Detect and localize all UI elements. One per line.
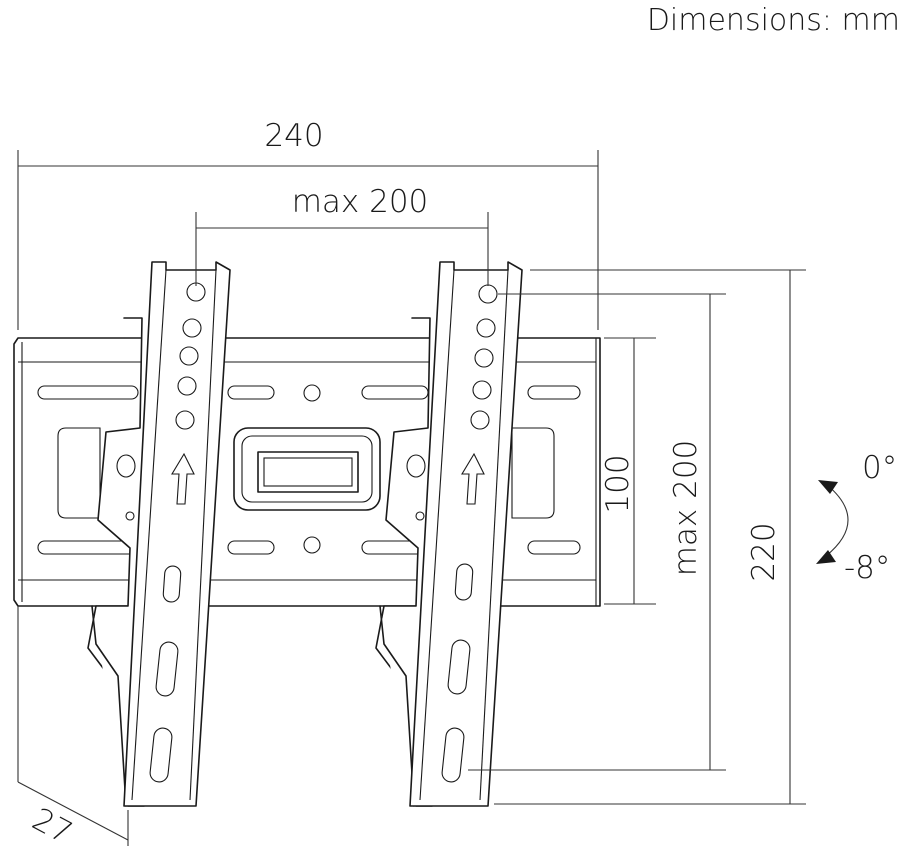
vesa-height-label: max 200 [668, 440, 704, 577]
dimension-overall-height: 220 [494, 269, 806, 805]
left-tv-bracket-arm [87, 261, 231, 807]
units-label: Dimensions: mm [647, 3, 900, 38]
overall-height-label: 220 [746, 522, 782, 581]
dimension-overall-width: 240 [17, 118, 599, 330]
dimension-wall-plate-height: 100 [600, 337, 656, 605]
overall-width-label: 240 [264, 118, 323, 154]
tilt-bottom-angle-label: -8° [844, 550, 890, 586]
tilt-top-angle-label: 0° [862, 450, 897, 486]
depth-label: 27 [26, 801, 78, 851]
wall-plate-height-label: 100 [600, 454, 636, 513]
tilt-arrow-top-icon [818, 480, 838, 494]
vesa-width-label: max 200 [292, 184, 429, 220]
tilt-indicator: 0° -8° [816, 450, 897, 586]
dimension-vesa-width: max 200 [195, 184, 489, 286]
right-tv-bracket-arm [375, 261, 523, 807]
tilt-arrow-bottom-icon [816, 550, 836, 564]
dimension-vesa-height: max 200 [468, 293, 726, 771]
